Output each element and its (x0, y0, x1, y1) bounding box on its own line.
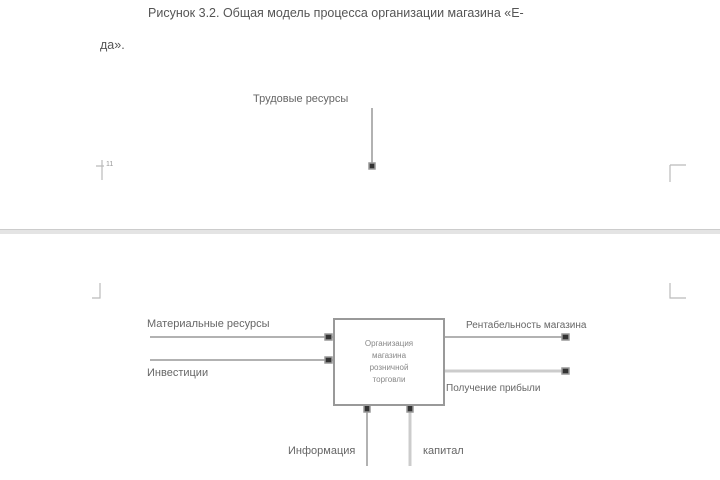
page-break-divider (0, 229, 720, 234)
figure-caption-line2: да». (100, 38, 125, 52)
label-profitability: Рентабельность магазина (466, 320, 587, 331)
corner-mark-top-right (669, 164, 686, 182)
label-capital: капитал (423, 445, 464, 457)
process-line: торговли (372, 375, 406, 384)
figure-caption-line1: Рисунок 3.2. Общая модель процесса орган… (148, 6, 524, 20)
corner-mark-bottom-left (92, 283, 101, 299)
process-line: магазина (371, 351, 407, 360)
arrowhead-mechanism-1 (363, 404, 371, 413)
process-box: Организация магазина розничной торговли (333, 318, 445, 406)
label-material-resources: Материальные ресурсы (147, 318, 270, 330)
page-marker: 11 (106, 161, 114, 168)
corner-mark-top-left (96, 160, 104, 180)
arrowhead-input-1 (324, 333, 333, 341)
arrowhead-mechanism-2 (406, 404, 414, 413)
process-line: Организация (364, 339, 414, 348)
label-labor-resources: Трудовые ресурсы (253, 93, 349, 105)
label-information: Информация (288, 445, 356, 457)
arrowhead-labor (368, 162, 376, 170)
corner-mark-bottom-right (669, 283, 686, 299)
process-line: розничной (369, 363, 409, 372)
label-investments: Инвестиции (147, 367, 209, 379)
arrowhead-input-2 (324, 356, 333, 364)
label-profit: Получение прибыли (446, 383, 541, 394)
arrowhead-output-2 (561, 367, 570, 375)
arrowhead-output-1 (561, 333, 570, 341)
